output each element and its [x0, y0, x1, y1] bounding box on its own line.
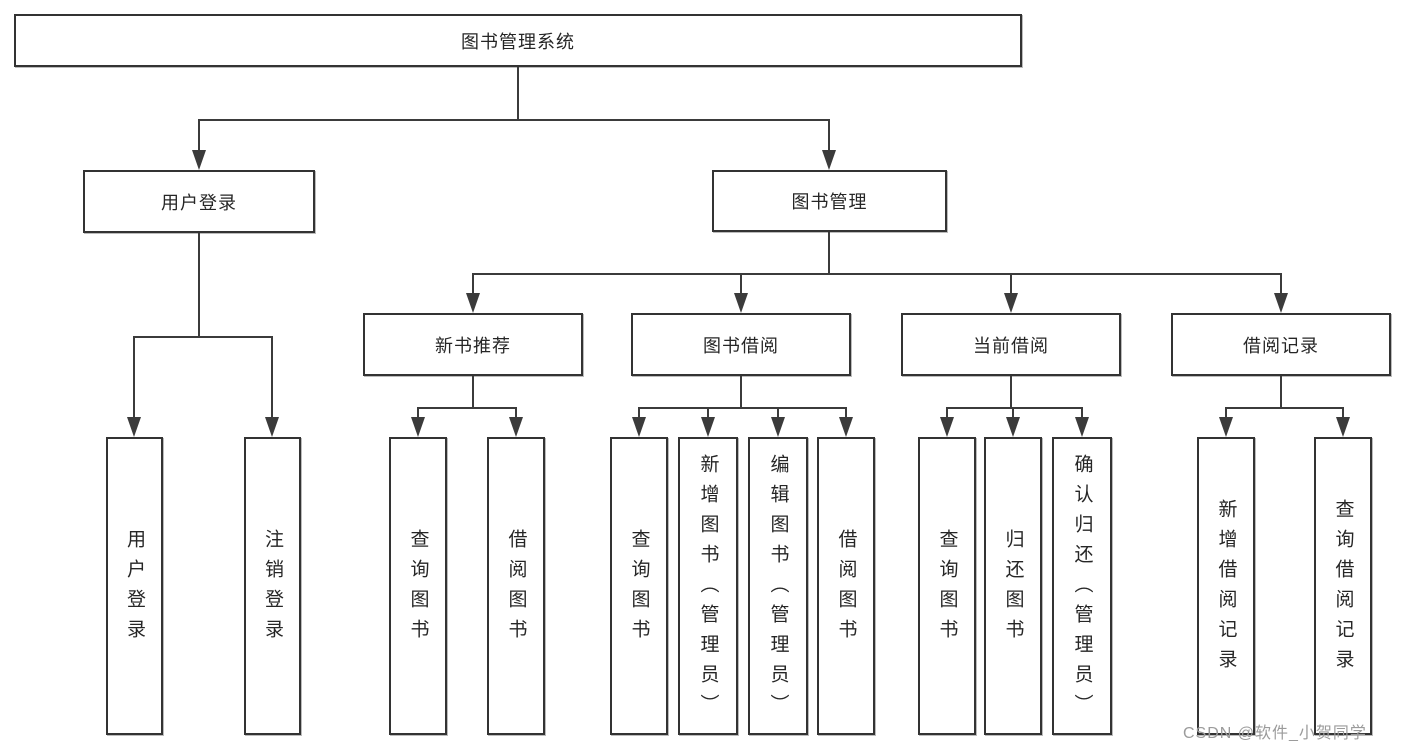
connector-vline	[946, 407, 948, 417]
arrowhead-down	[509, 417, 523, 437]
node-leaf-borrow-book: 借阅图书	[487, 437, 545, 735]
node-new-book-recommend: 新书推荐	[363, 313, 583, 376]
node-leaf-query-book: 查询图书	[918, 437, 976, 735]
node-leaf-query-book: 查询图书	[610, 437, 668, 735]
connector-vline	[1280, 273, 1282, 293]
node-leaf-edit-book-admin: 编辑图书（管理员）	[748, 437, 808, 735]
connector-vline	[133, 336, 135, 417]
arrowhead-down	[940, 417, 954, 437]
node-leaf-borrow-book: 借阅图书	[817, 437, 875, 735]
node-leaf-add-book-admin: 新增图书（管理员）	[678, 437, 738, 735]
node-root: 图书管理系统	[14, 14, 1022, 67]
connector-hline	[638, 407, 847, 409]
node-leaf-return-book: 归还图书	[984, 437, 1042, 735]
arrowhead-down	[1006, 417, 1020, 437]
connector-vline	[707, 407, 709, 417]
arrowhead-down	[822, 150, 836, 170]
connector-vline	[198, 233, 200, 336]
node-leaf-query-borrow-record: 查询借阅记录	[1314, 437, 1372, 735]
arrowhead-down	[466, 293, 480, 313]
connector-vline	[777, 407, 779, 417]
connector-vline	[740, 376, 742, 407]
arrowhead-down	[701, 417, 715, 437]
node-current-borrowing: 当前借阅	[901, 313, 1121, 376]
connector-hline	[1225, 407, 1344, 409]
connector-vline	[740, 273, 742, 293]
connector-hline	[946, 407, 1083, 409]
connector-vline	[1081, 407, 1083, 417]
connector-hline	[198, 119, 830, 121]
connector-vline	[1342, 407, 1344, 417]
connector-hline	[472, 273, 1282, 275]
connector-vline	[638, 407, 640, 417]
connector-vline	[515, 407, 517, 417]
node-leaf-add-borrow-record: 新增借阅记录	[1197, 437, 1255, 735]
arrowhead-down	[1336, 417, 1350, 437]
connector-vline	[198, 119, 200, 150]
connector-hline	[133, 336, 273, 338]
connector-vline	[1280, 376, 1282, 407]
connector-vline	[472, 273, 474, 293]
arrowhead-down	[839, 417, 853, 437]
node-leaf-user-login: 用户登录	[106, 437, 163, 735]
connector-vline	[845, 407, 847, 417]
connector-vline	[417, 407, 419, 417]
arrowhead-down	[1219, 417, 1233, 437]
node-leaf-confirm-return-admin: 确认归还（管理员）	[1052, 437, 1112, 735]
connector-vline	[828, 232, 830, 273]
arrowhead-down	[192, 150, 206, 170]
connector-vline	[1012, 407, 1014, 417]
arrowhead-down	[734, 293, 748, 313]
connector-vline	[472, 376, 474, 407]
node-user-login: 用户登录	[83, 170, 315, 233]
connector-vline	[1010, 273, 1012, 293]
node-leaf-query-book: 查询图书	[389, 437, 447, 735]
arrowhead-down	[1004, 293, 1018, 313]
arrowhead-down	[127, 417, 141, 437]
node-book-borrowing: 图书借阅	[631, 313, 851, 376]
connector-vline	[1225, 407, 1227, 417]
arrowhead-down	[265, 417, 279, 437]
node-leaf-logout: 注销登录	[244, 437, 301, 735]
connector-hline	[417, 407, 517, 409]
connector-vline	[271, 336, 273, 417]
arrowhead-down	[1274, 293, 1288, 313]
csdn-watermark: CSDN @软件_小贺同学	[1183, 725, 1367, 742]
connector-vline	[828, 119, 830, 150]
node-borrowing-records: 借阅记录	[1171, 313, 1391, 376]
arrowhead-down	[411, 417, 425, 437]
arrowhead-down	[1075, 417, 1089, 437]
arrowhead-down	[632, 417, 646, 437]
connector-vline	[517, 67, 519, 119]
arrowhead-down	[771, 417, 785, 437]
connector-vline	[1010, 376, 1012, 407]
node-book-management: 图书管理	[712, 170, 947, 232]
